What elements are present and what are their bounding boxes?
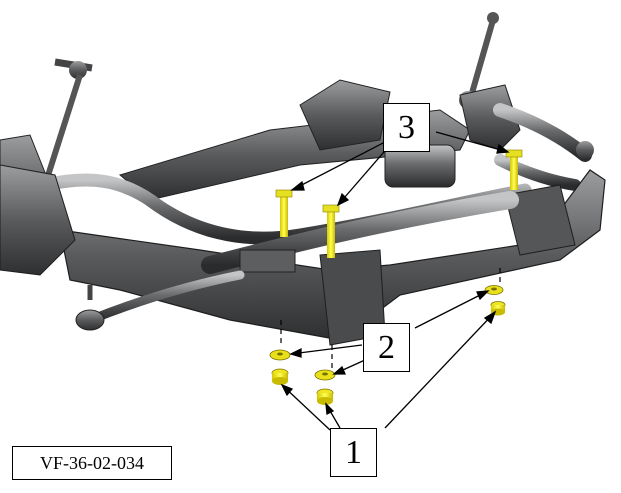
nut-center [316,388,334,405]
callout-3: 3 [383,103,430,152]
leader-lines [280,131,510,431]
nut-left [271,368,289,385]
figure-code: VF-36-02-034 [12,446,172,480]
right-control-arm [493,103,594,191]
washer-center [314,369,336,381]
subframe-bolt-left [275,189,293,237]
washer-left [269,349,291,361]
front-subframe [0,164,606,346]
left-tie-rod [75,270,245,331]
subframe-bolt-right [505,149,523,190]
callout-1: 1 [330,428,377,477]
subframe-bolt-center [322,204,340,258]
washer-right [484,285,504,295]
callout-2: 2 [363,323,410,372]
steering-gear [201,144,519,274]
